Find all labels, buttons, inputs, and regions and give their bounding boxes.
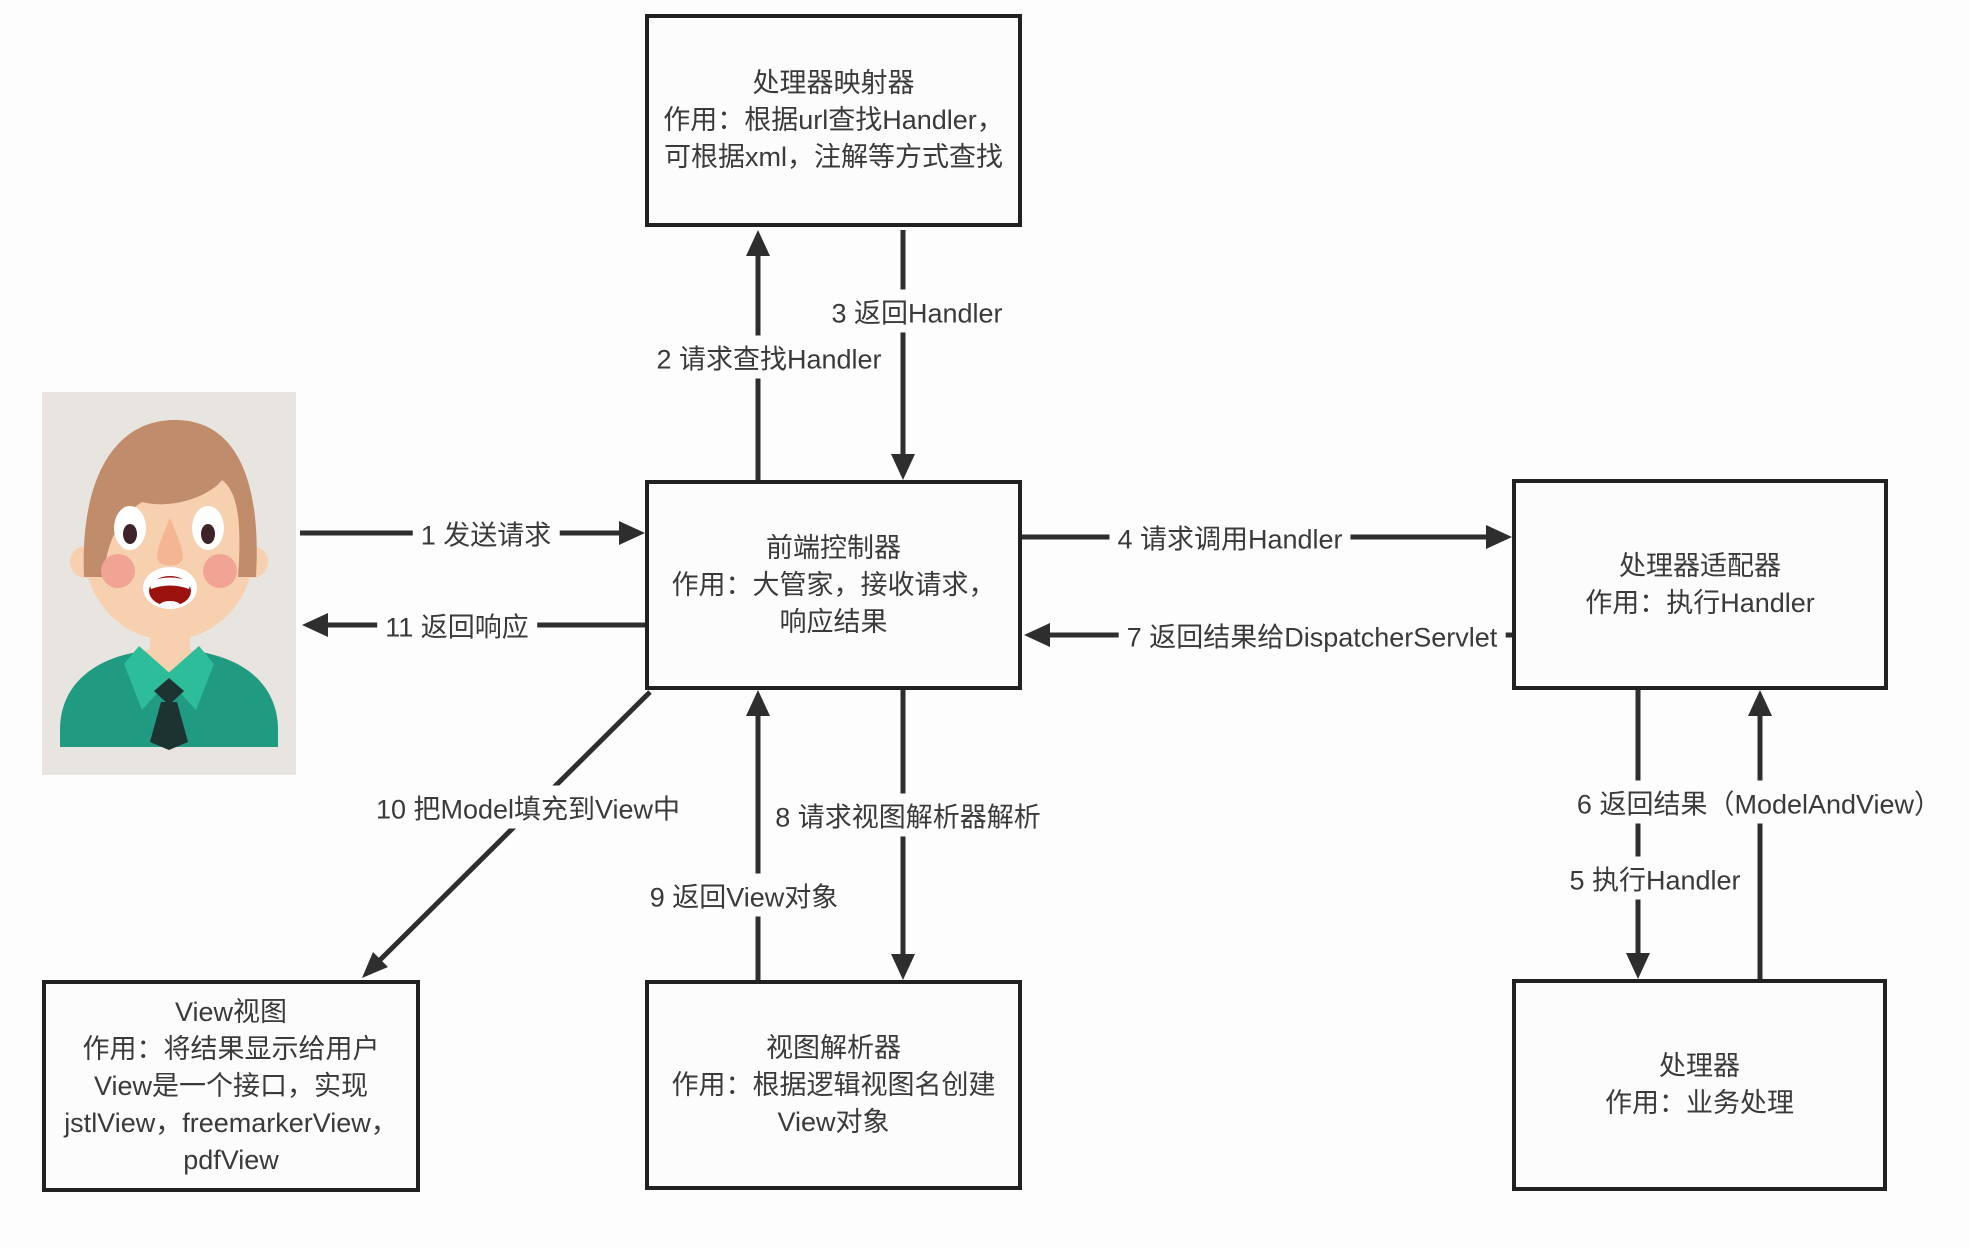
avatar-nose bbox=[157, 518, 183, 566]
box-text-line: 处理器映射器 bbox=[752, 68, 915, 98]
avatar-lower-lip bbox=[160, 601, 180, 609]
label-arrow-8: 8 请求视图解析器解析 bbox=[767, 793, 1049, 837]
label-arrow-4: 4 请求调用Handler bbox=[1109, 515, 1351, 559]
box-text-line: 处理器适配器 bbox=[1619, 550, 1781, 581]
avatar-lapel-right bbox=[165, 646, 214, 710]
arrow-6-return-modelandview bbox=[1748, 690, 1772, 979]
box-handler-mapping: 处理器映射器作用：根据url查找Handler， 可根据xml，注解等方式查找 bbox=[645, 14, 1022, 227]
arrow-5-execute-handler bbox=[1626, 690, 1650, 979]
box-text-line: 可根据xml，注解等方式查找 bbox=[664, 142, 1003, 172]
box-text-line: 处理器 bbox=[1659, 1051, 1740, 1081]
label-arrow-2: 2 请求查找Handler bbox=[648, 335, 890, 379]
box-handler: 处理器作用：业务处理 bbox=[1512, 979, 1887, 1191]
avatar-tie-knot bbox=[154, 678, 184, 705]
box-text-line: 视图解析器 bbox=[766, 1032, 901, 1063]
label-arrow-3: 3 返回Handler bbox=[823, 289, 1011, 333]
box-handler-adapter: 处理器适配器作用：执行Handler bbox=[1512, 479, 1888, 690]
avatar-cheek-left bbox=[101, 554, 135, 588]
box-text-line: 作用：根据逻辑视图名创建 bbox=[671, 1069, 996, 1100]
box-front-controller: 前端控制器作用：大管家，接收请求， 响应结果 bbox=[645, 480, 1022, 690]
box-text-line: jstlView，freemarkerView， bbox=[64, 1107, 398, 1138]
box-view-resolver: 视图解析器作用：根据逻辑视图名创建 View对象 bbox=[645, 980, 1022, 1190]
label-arrow-5: 5 执行Handler bbox=[1561, 856, 1749, 900]
avatar-hair bbox=[83, 419, 257, 577]
avatar-pupil-right bbox=[201, 524, 215, 544]
arrow-10-fill-model-to-view bbox=[362, 690, 652, 978]
box-text-line: View视图 bbox=[174, 996, 288, 1027]
box-view: View视图作用：将结果显示给用户 View是一个接口，实现 jstlView，fr… bbox=[42, 980, 420, 1192]
label-arrow-9: 9 返回View对象 bbox=[641, 873, 847, 917]
arrow-3-return-handler bbox=[891, 230, 915, 480]
label-arrow-11: 11 返回响应 bbox=[377, 603, 537, 647]
label-arrow-1: 1 发送请求 bbox=[412, 511, 560, 555]
box-text-line: 作用：执行Handler bbox=[1585, 587, 1815, 618]
user-avatar-image bbox=[42, 392, 296, 775]
box-text-line: 作用：将结果显示给用户 bbox=[82, 1033, 380, 1064]
user-avatar bbox=[42, 392, 296, 775]
box-text-line: View对象 bbox=[777, 1106, 890, 1137]
box-text-line: 作用：大管家，接收请求， bbox=[671, 569, 996, 600]
box-text-line: 作用：根据url查找Handler， bbox=[663, 105, 1004, 135]
label-arrow-6: 6 返回结果（ModelAndView） bbox=[1568, 780, 1950, 824]
label-arrow-7: 7 返回结果给DispatcherServlet bbox=[1118, 613, 1506, 657]
box-text-line: 响应结果 bbox=[779, 606, 888, 637]
avatar-lapel-left bbox=[124, 646, 173, 710]
box-text-line: View是一个接口，实现 bbox=[93, 1070, 369, 1101]
box-text-line: pdfView bbox=[183, 1144, 279, 1175]
label-arrow-10: 10 把Model填充到View中 bbox=[367, 785, 689, 829]
box-text-line: 作用：业务处理 bbox=[1605, 1088, 1794, 1118]
avatar-teeth bbox=[149, 577, 191, 589]
avatar-pupil-left bbox=[123, 524, 137, 544]
avatar-cheek-right bbox=[203, 554, 237, 588]
box-text-line: 前端控制器 bbox=[766, 532, 901, 563]
avatar-tie bbox=[150, 702, 188, 750]
